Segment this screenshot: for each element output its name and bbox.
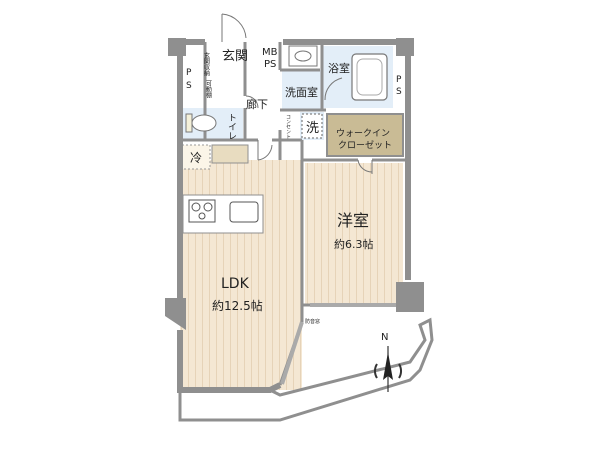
toilet-tank [185,113,193,133]
corner-block-left-mid [165,298,186,330]
compass [374,346,402,392]
ps-left-1: P [186,68,192,78]
burner-2 [203,202,213,212]
corner-block-right-low [396,282,424,312]
genkan-storage-label: 玄関収納 [203,51,210,77]
window-diagonal [280,321,304,385]
outer-walls [177,39,411,393]
toilet-bowl [191,114,217,132]
ps-right-1: P [396,75,402,85]
corner-block-tl [168,38,186,56]
wic-floor [326,113,404,157]
burner-1 [191,202,201,212]
corridor-label: 廊下 [246,97,268,111]
bath-label: 浴室 [328,61,350,75]
mbps-label-1: MB [262,47,278,58]
washroom-label: 洗面室 [285,85,318,99]
genkan-label: 玄関 [222,49,248,64]
ldk-label: LDK [221,276,250,292]
yoshitsu-floor [305,163,403,305]
corridor-floor [248,70,278,140]
wic-label-2: クローゼット [338,139,392,151]
concent-label: コンセント [285,114,291,139]
corner-block-tr [396,38,414,56]
counter [211,144,249,164]
movable-shelf-label: 可動棚 [205,80,212,99]
basin-bowl [294,50,312,62]
window-note-label: 防音窓 [305,318,320,325]
washer-label: 洗 [306,121,319,136]
kitchen-sink [229,201,259,223]
burner-3 [198,212,206,220]
ps-left-2: S [186,81,192,91]
doors [221,13,373,174]
washer-box [301,113,323,139]
toilet-label: トイレ [226,113,237,140]
ldk-size-label: 約12.5帖 [212,298,263,313]
fridge-label: 冷 [190,151,202,165]
stove [188,199,216,223]
mbps-label-2: PS [264,59,276,70]
ps-right-2: S [396,87,402,97]
fridge-space [181,144,211,170]
ldk-floor-lower [180,300,302,385]
washroom-floor [282,70,322,110]
compass-n-label: N [381,332,388,343]
bathtub-inner [356,58,383,96]
yoshitsu-size-label: 約6.3帖 [334,237,374,251]
wic-label-1: ウォークイン [336,128,390,139]
yoshitsu-label: 洋室 [337,211,369,230]
balcony [178,317,434,422]
